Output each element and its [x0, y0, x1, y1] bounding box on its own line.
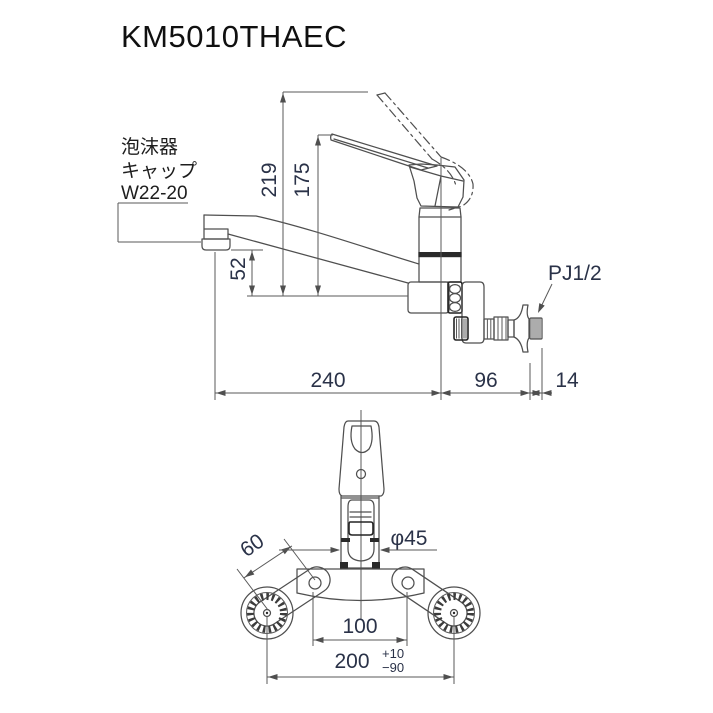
dim-leg-text: 60: [236, 530, 268, 562]
dim-total-height: 219: [258, 162, 281, 197]
wall-mount-body: [407, 281, 543, 353]
dim-diameter-text: φ45: [391, 527, 428, 550]
dim-pitch: 100: [312, 592, 408, 646]
dim-reach: 240: [310, 369, 345, 392]
aerator-label-line1: 泡沫器: [121, 136, 178, 158]
aerator-cap: [201, 238, 231, 251]
lever-end-front: [350, 425, 373, 454]
aerator-leader-line: [117, 202, 201, 243]
threaded-nipple: [529, 317, 543, 340]
dim-span-text: 200: [334, 650, 369, 673]
body-front: [340, 495, 380, 570]
body-band: [418, 252, 462, 258]
dim-outlet-drop: 52: [227, 257, 250, 280]
bracket-hole-left: [308, 576, 322, 590]
dim-diameter: φ45: [279, 527, 437, 553]
handle-body: [408, 163, 465, 208]
handle-index-dot: [355, 468, 367, 480]
handle-raised-dashed: [376, 92, 474, 211]
wall-flange: [513, 304, 530, 353]
dim-horizontal: 240 96 14: [214, 158, 579, 400]
handle-lever: [330, 133, 465, 208]
dim-wall-offset: 96: [474, 369, 497, 392]
mounting-bracket: [296, 568, 425, 602]
mount-foot-left: [341, 538, 350, 542]
side-view: 泡沫器 キャップ W22-20: [117, 91, 602, 400]
dim-thread-length: 14: [555, 369, 579, 392]
lower-body: [407, 281, 450, 314]
mount-foot-right: [370, 538, 379, 542]
model-number-title: KM5010THAEC: [121, 19, 347, 54]
thread-label: PJ1/2: [535, 262, 602, 315]
aerator-label-line3: W22-20: [121, 183, 188, 204]
thread-size-text: PJ1/2: [548, 262, 602, 285]
dim-span-tol-plus: +10: [382, 646, 404, 661]
dim-heights: 219 175 52: [227, 91, 408, 297]
eccentric-valve-body: [461, 281, 485, 344]
check-valve-knurl: [453, 316, 469, 341]
dim-spout-height: 175: [291, 162, 314, 197]
spout-boss-front: [347, 499, 375, 562]
dim-leg: 60: [236, 530, 316, 611]
dim-pitch-text: 100: [342, 615, 377, 638]
aerator-ring: [203, 228, 229, 240]
aerator-label-line2: キャップ: [121, 160, 197, 182]
handle-front: [338, 420, 385, 497]
faucet-body: [418, 207, 462, 283]
bracket-hole-right: [401, 576, 415, 590]
dim-span: 200 +10 −90: [266, 617, 455, 684]
front-view: 60 φ45 100 200 +10 −90: [236, 410, 481, 684]
dim-span-tol-minus: −90: [382, 660, 404, 675]
aerator-label: 泡沫器 キャップ W22-20: [117, 136, 201, 243]
union-pipe: [483, 316, 515, 341]
eccentric-legs: [253, 566, 468, 627]
